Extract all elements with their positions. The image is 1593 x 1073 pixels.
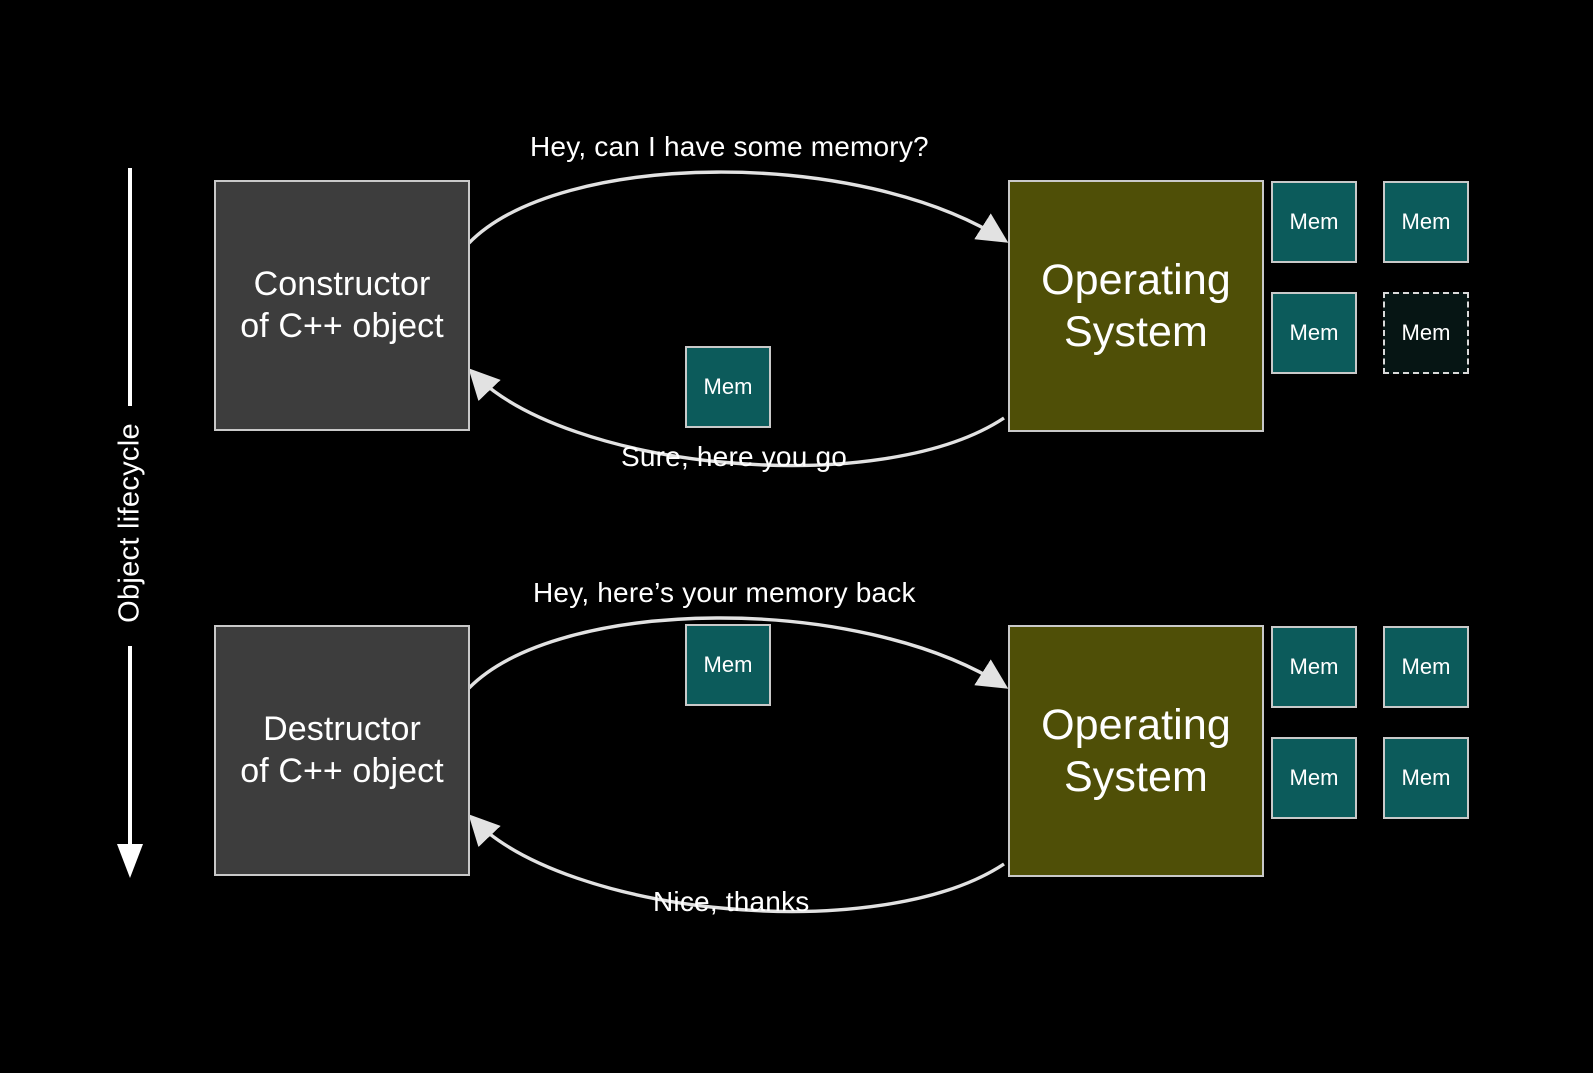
operating-system-box-top[interactable]: Operating System [1008, 180, 1264, 432]
mem-grid-bottom-3[interactable]: Mem [1383, 737, 1469, 819]
mem-grid-bottom-2[interactable]: Mem [1271, 737, 1357, 819]
arrow-construct-request [467, 170, 1009, 245]
mem-grid-bottom-0[interactable]: Mem [1271, 626, 1357, 708]
mem-grid-bottom-1[interactable]: Mem [1383, 626, 1469, 708]
object-lifecycle-label: Object lifecycle [113, 423, 146, 623]
mem-payload-destruct[interactable]: Mem [685, 624, 771, 706]
mem-grid-top-2[interactable]: Mem [1271, 292, 1357, 374]
mem-payload-construct[interactable]: Mem [685, 346, 771, 428]
mem-grid-top-3-freed[interactable]: Mem [1383, 292, 1469, 374]
operating-system-box-bottom[interactable]: Operating System [1008, 625, 1264, 877]
caption-construct-reply: Sure, here you go [621, 441, 847, 472]
caption-destruct-request: Hey, here’s your memory back [533, 577, 916, 608]
object-lifecycle-axis: Object lifecycle [100, 168, 160, 878]
constructor-box[interactable]: Constructor of C++ object [214, 180, 470, 431]
caption-construct-request: Hey, can I have some memory? [530, 131, 929, 162]
mem-grid-top-1[interactable]: Mem [1383, 181, 1469, 263]
lifecycle-arrow-icon [117, 168, 143, 878]
destructor-box[interactable]: Destructor of C++ object [214, 625, 470, 876]
mem-grid-top-0[interactable]: Mem [1271, 181, 1357, 263]
caption-destruct-reply: Nice, thanks [653, 886, 810, 917]
